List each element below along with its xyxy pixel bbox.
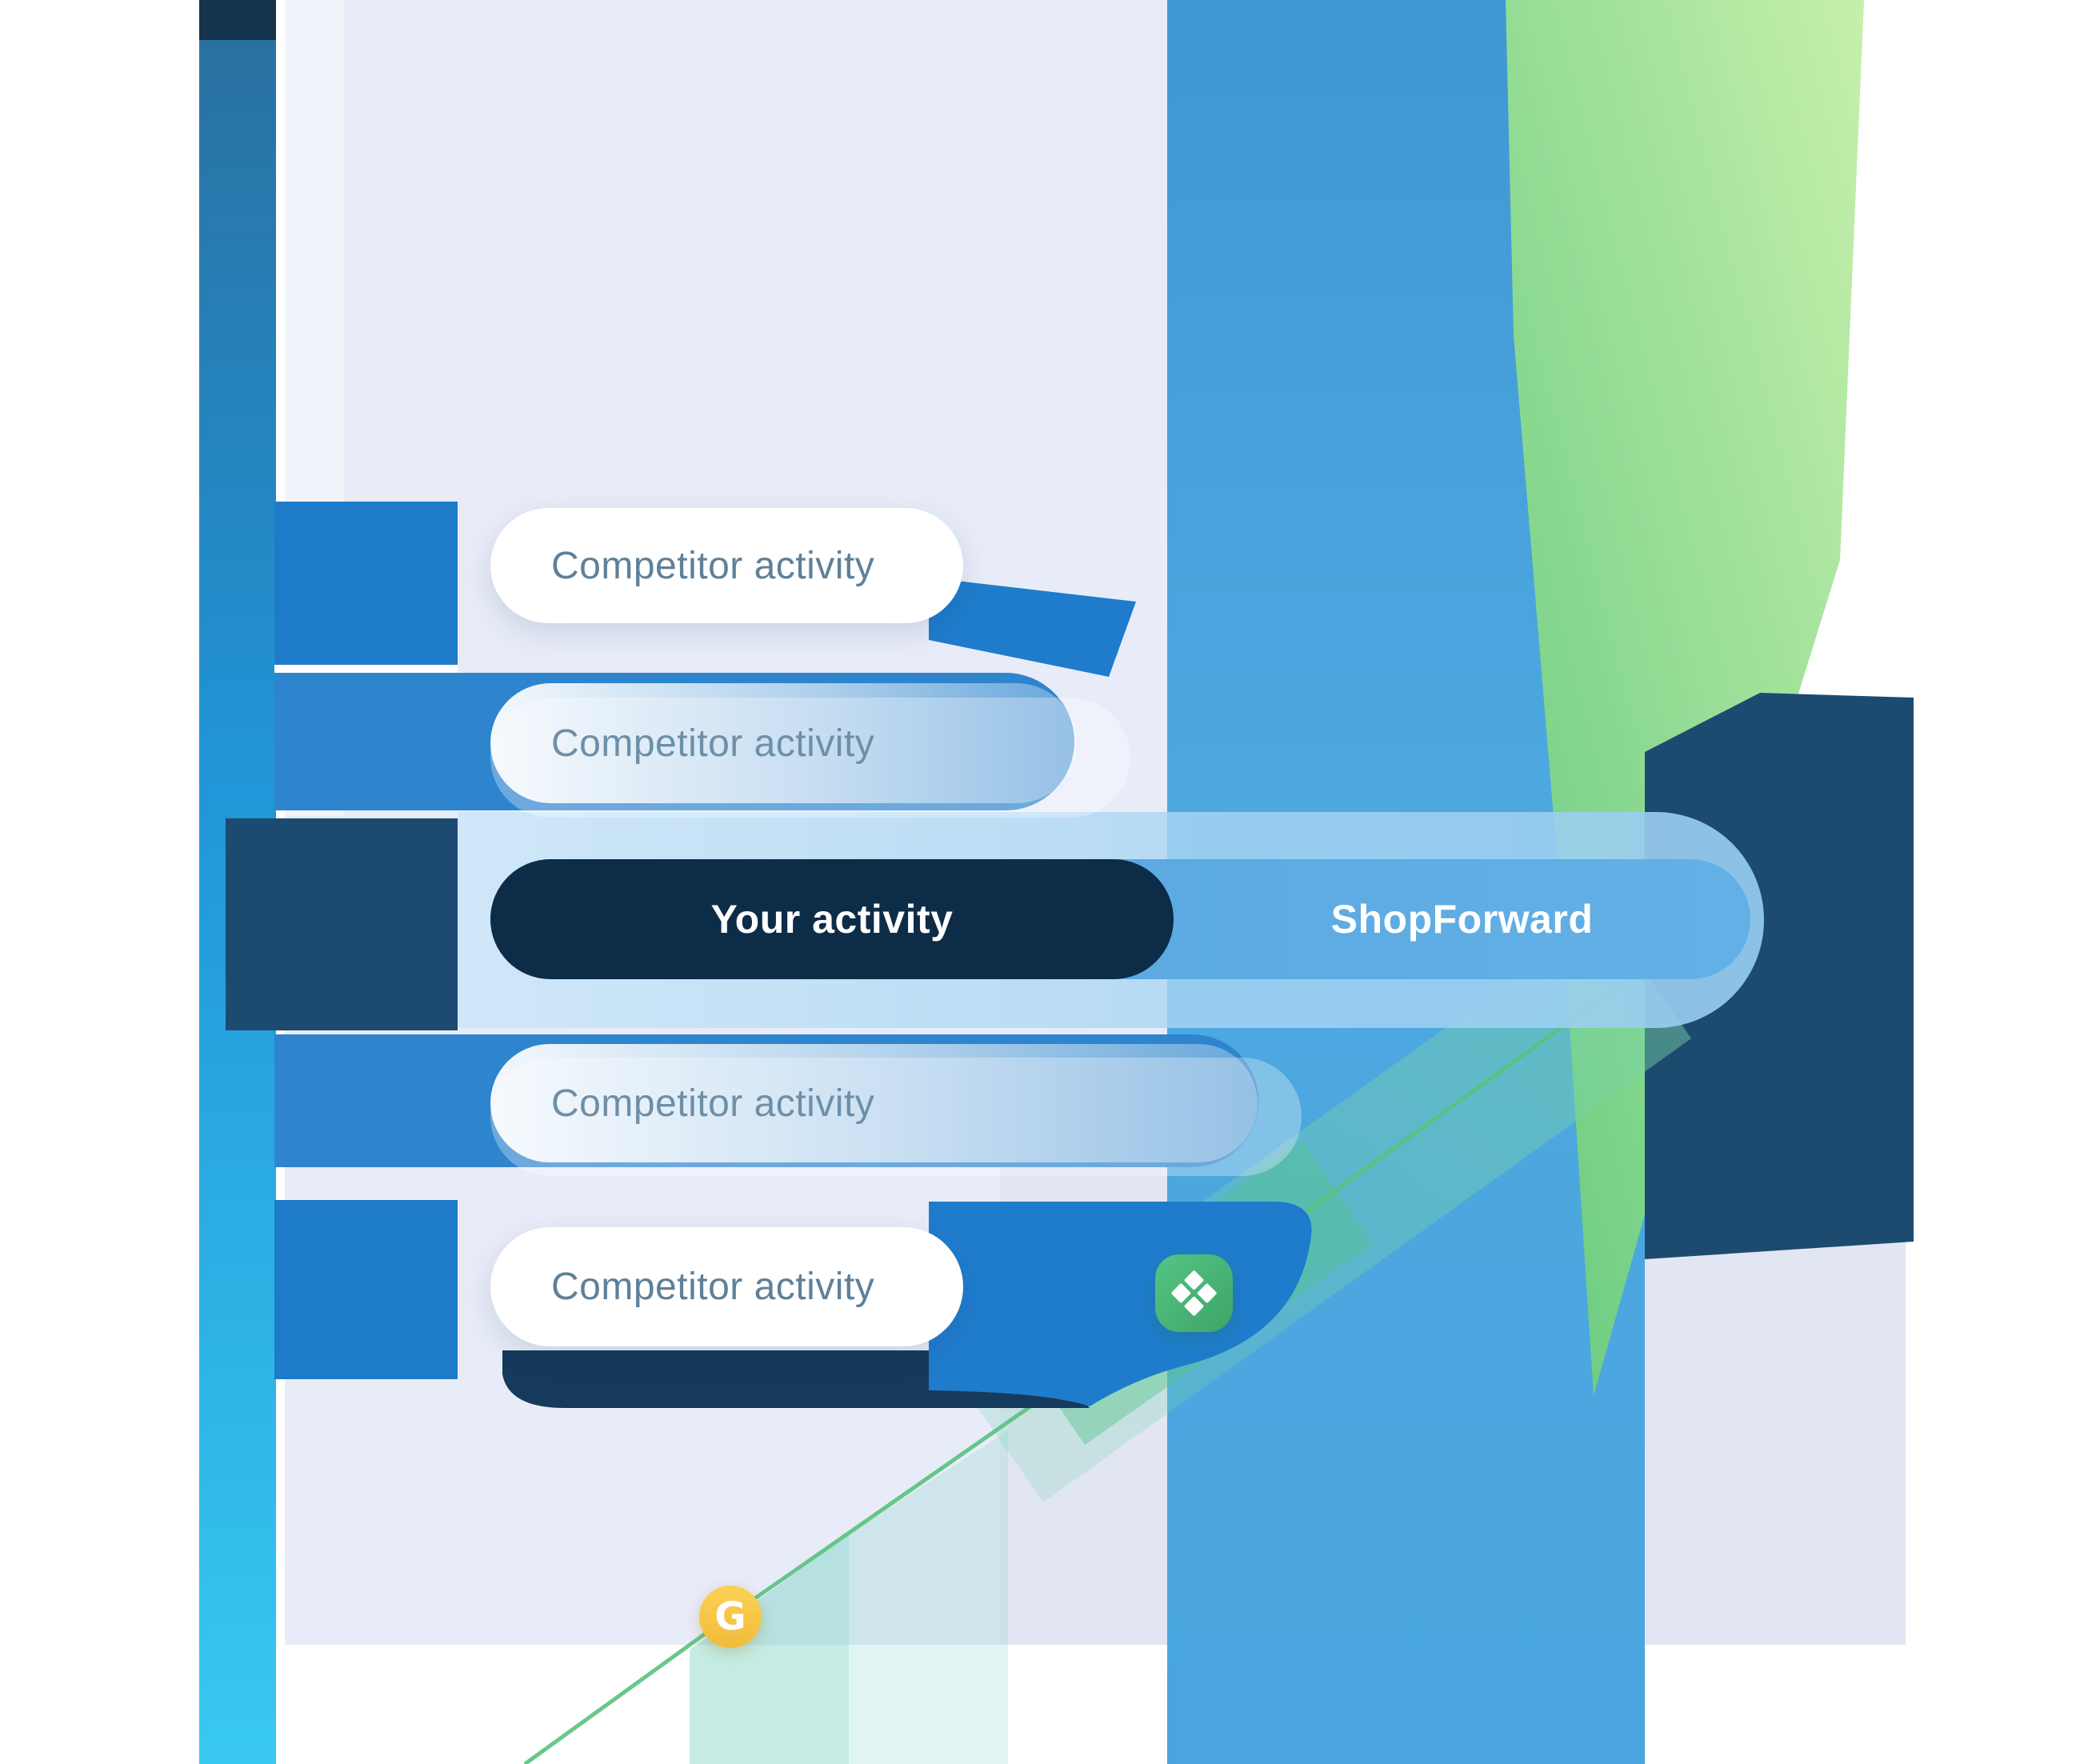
row5-tail bbox=[929, 1202, 1312, 1406]
connector-divider bbox=[274, 665, 458, 673]
teal-band-left bbox=[690, 1534, 849, 1764]
diamond-grid-icon bbox=[1155, 1254, 1233, 1332]
competitor-pill-1-label: Competitor activity bbox=[551, 544, 875, 587]
your-activity-pill: Your activity bbox=[490, 859, 1174, 979]
competitor-pill-2-label: Competitor activity bbox=[551, 722, 875, 765]
competitor-pill-2: Competitor activity bbox=[490, 683, 1077, 803]
competitor-pill-4-label: Competitor activity bbox=[551, 1266, 875, 1308]
competitor-pill-3: Competitor activity bbox=[490, 1044, 1258, 1162]
green-connector-line bbox=[523, 967, 1643, 1764]
connector-block-navy bbox=[226, 818, 458, 1030]
brand-label: ShopForward bbox=[1330, 897, 1594, 942]
teal-band-right bbox=[849, 1430, 1008, 1764]
google-g-letter: G bbox=[714, 1594, 746, 1639]
your-activity-label: Your activity bbox=[710, 897, 954, 942]
row1-tail bbox=[929, 578, 1136, 677]
connector-block-4 bbox=[274, 1200, 458, 1379]
competitor-pill-4: Competitor activity bbox=[490, 1227, 963, 1346]
competitor-pill-1: Competitor activity bbox=[490, 508, 963, 623]
competitor-pill-3-label: Competitor activity bbox=[551, 1082, 875, 1125]
left-strip-dark-cap bbox=[199, 0, 276, 40]
google-g-icon: G bbox=[699, 1586, 762, 1648]
connector-block-1 bbox=[274, 502, 458, 665]
diamond-grid-glyph bbox=[1170, 1270, 1218, 1317]
brand-label-area: ShopForward bbox=[1174, 859, 1750, 979]
